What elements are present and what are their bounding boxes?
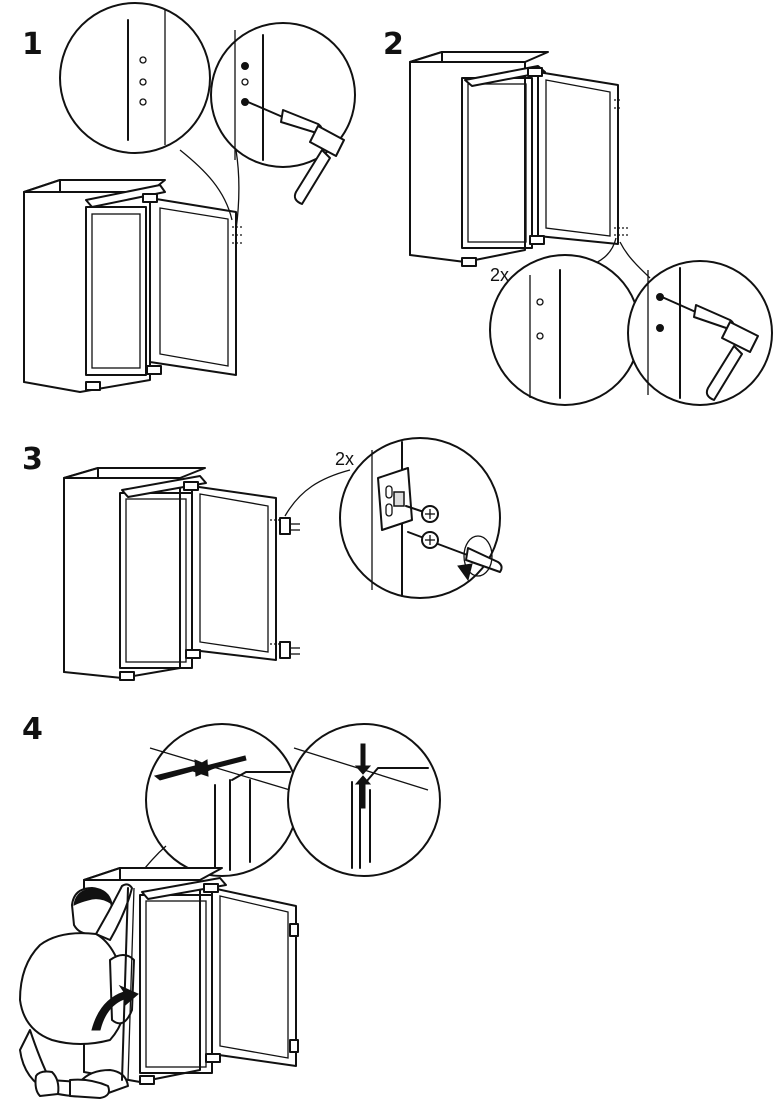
step-1-detail-tools [210, 22, 356, 205]
push-arrow-icon [153, 755, 247, 781]
step-3-quantity: 2x [335, 449, 355, 469]
person-icon [19, 883, 139, 1099]
hinge-bracket-icon [279, 517, 300, 535]
push-arrow-icon [354, 743, 372, 809]
step-2-number: 2 [383, 27, 404, 62]
step-4-detail-flush [287, 723, 441, 877]
step-3-fridge [63, 467, 300, 681]
step-1-detail-holes [59, 2, 211, 154]
step-2-detail-tools [627, 260, 773, 406]
hammer-icon [293, 125, 345, 205]
push-arrow-icon [91, 984, 139, 1031]
step-2-quantity: 2x [490, 265, 510, 285]
hammer-icon [705, 321, 759, 401]
step-2-detail-holes [489, 254, 641, 406]
hinge-bracket-icon [279, 641, 300, 659]
step-1-number: 1 [22, 27, 43, 62]
step-2-fridge [409, 51, 630, 267]
rotate-arrow-icon [457, 535, 493, 582]
step-1-leader [179, 149, 233, 221]
screw-icon [407, 531, 439, 549]
step-4-number: 4 [22, 712, 43, 747]
hinge-bracket-icon [377, 467, 413, 531]
step-3-number: 3 [22, 442, 43, 477]
step-3-detail-bracket [339, 437, 503, 599]
step-3-leader [284, 469, 351, 517]
step-4-detail-gap [145, 723, 299, 877]
screw-icon [405, 505, 439, 523]
step-1-fridge [23, 179, 244, 393]
